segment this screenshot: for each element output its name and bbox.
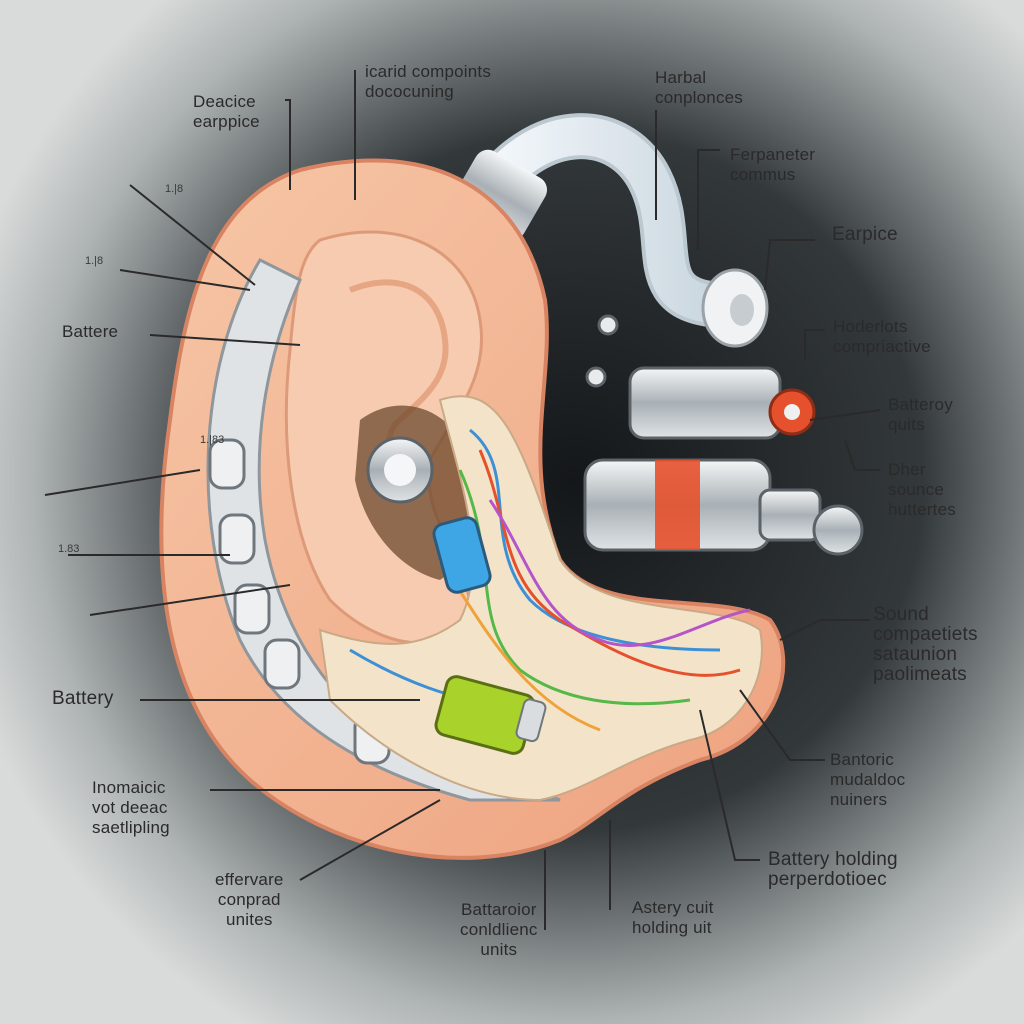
label-line: compaetiets xyxy=(873,624,978,645)
label-line: Battery holding xyxy=(768,849,898,870)
label-line: Ferpaneter xyxy=(730,145,816,164)
label-line: earppice xyxy=(193,112,260,131)
label-line: units xyxy=(480,940,518,959)
label-line: nuiners xyxy=(830,790,888,809)
label-line: Earpice xyxy=(832,224,898,245)
small-mark-1: 1.|8 xyxy=(165,183,183,195)
label-line: unites xyxy=(226,910,273,929)
label-line: Deacice xyxy=(193,92,256,111)
label-line: vot deeac xyxy=(92,798,168,817)
label-line: Sound xyxy=(873,604,929,625)
label-line: quits xyxy=(888,415,925,434)
label-line: paolimeats xyxy=(873,664,967,685)
label-batteroy-quits: Batteroy quits xyxy=(888,395,953,435)
battery-blue xyxy=(432,516,492,594)
earpiece-dome xyxy=(701,268,769,348)
small-mark-3: 1.83 xyxy=(58,543,79,555)
label-line: effervare xyxy=(215,870,284,889)
label-line: conldlienc xyxy=(460,920,538,939)
battery-cylinder-bottom xyxy=(583,458,864,556)
battery-cylinder-top xyxy=(628,366,816,440)
label-battere: Battere xyxy=(62,322,118,342)
label-line: conplonces xyxy=(655,88,744,107)
label-line: sataunion xyxy=(873,644,958,665)
label-bantoric: Bantoric mudaldoc nuiners xyxy=(830,750,905,810)
label-dher-sounce: Dher sounce huttertes xyxy=(888,460,956,520)
small-mark-4: 1.|83 xyxy=(200,434,224,446)
label-line: commus xyxy=(730,165,796,184)
label-line: compriactive xyxy=(833,337,931,356)
connectors xyxy=(585,314,619,388)
casing-buttons xyxy=(208,438,391,765)
label-line: Inomaicic xyxy=(92,778,166,797)
battery-green xyxy=(434,675,547,755)
label-line: sounce xyxy=(888,480,945,499)
label-line: icarid compoints xyxy=(365,62,492,81)
label-astery-cuit: Astery cuit holding uit xyxy=(632,898,714,938)
label-line: Battery xyxy=(52,688,114,709)
label-hoderlots: Hoderlots compriactive xyxy=(833,317,931,357)
small-mark-2: 1.|8 xyxy=(85,255,103,267)
label-inomaicic: Inomaicic vot deeac saetlipling xyxy=(92,778,170,838)
label-line: Dher xyxy=(888,460,926,479)
label-earpice: Earpice xyxy=(832,225,898,245)
leader-lines xyxy=(44,70,881,930)
speaker-knob xyxy=(366,436,434,504)
label-battery-left: Battery xyxy=(52,689,114,709)
label-line: Bantoric xyxy=(830,750,894,769)
label-line: huttertes xyxy=(888,500,956,519)
label-line: perperdotioec xyxy=(768,869,887,890)
label-line: conprad xyxy=(217,890,281,909)
label-line: saetlipling xyxy=(92,818,170,837)
label-line: Batteroy xyxy=(888,395,953,414)
label-line: holding uit xyxy=(632,918,712,937)
label-line: Astery cuit xyxy=(632,898,714,917)
label-icarid-compoints: icarid compoints dococuning xyxy=(365,62,491,102)
label-deacice-earppice: Deacice earppice xyxy=(193,92,260,132)
label-line: Battere xyxy=(62,322,119,341)
label-line: Battaroior xyxy=(460,900,537,919)
label-harbal-conplonces: Harbal conplonces xyxy=(655,68,743,108)
label-sound-compaetiets: Sound compaetiets sataunion paolimeats xyxy=(873,605,978,685)
label-line: Harbal xyxy=(655,68,707,87)
label-battaroior: Battaroior conldlienc units xyxy=(460,900,538,960)
label-line: dococuning xyxy=(365,82,454,101)
label-battery-holding: Battery holding perperdotioec xyxy=(768,850,898,890)
circuit-panel xyxy=(318,395,763,802)
label-effervare: effervare conprad unites xyxy=(215,870,284,930)
label-line: Hoderlots xyxy=(833,317,908,336)
label-ferpaneter: Ferpaneter commus xyxy=(730,145,815,185)
label-line: mudaldoc xyxy=(830,770,906,789)
